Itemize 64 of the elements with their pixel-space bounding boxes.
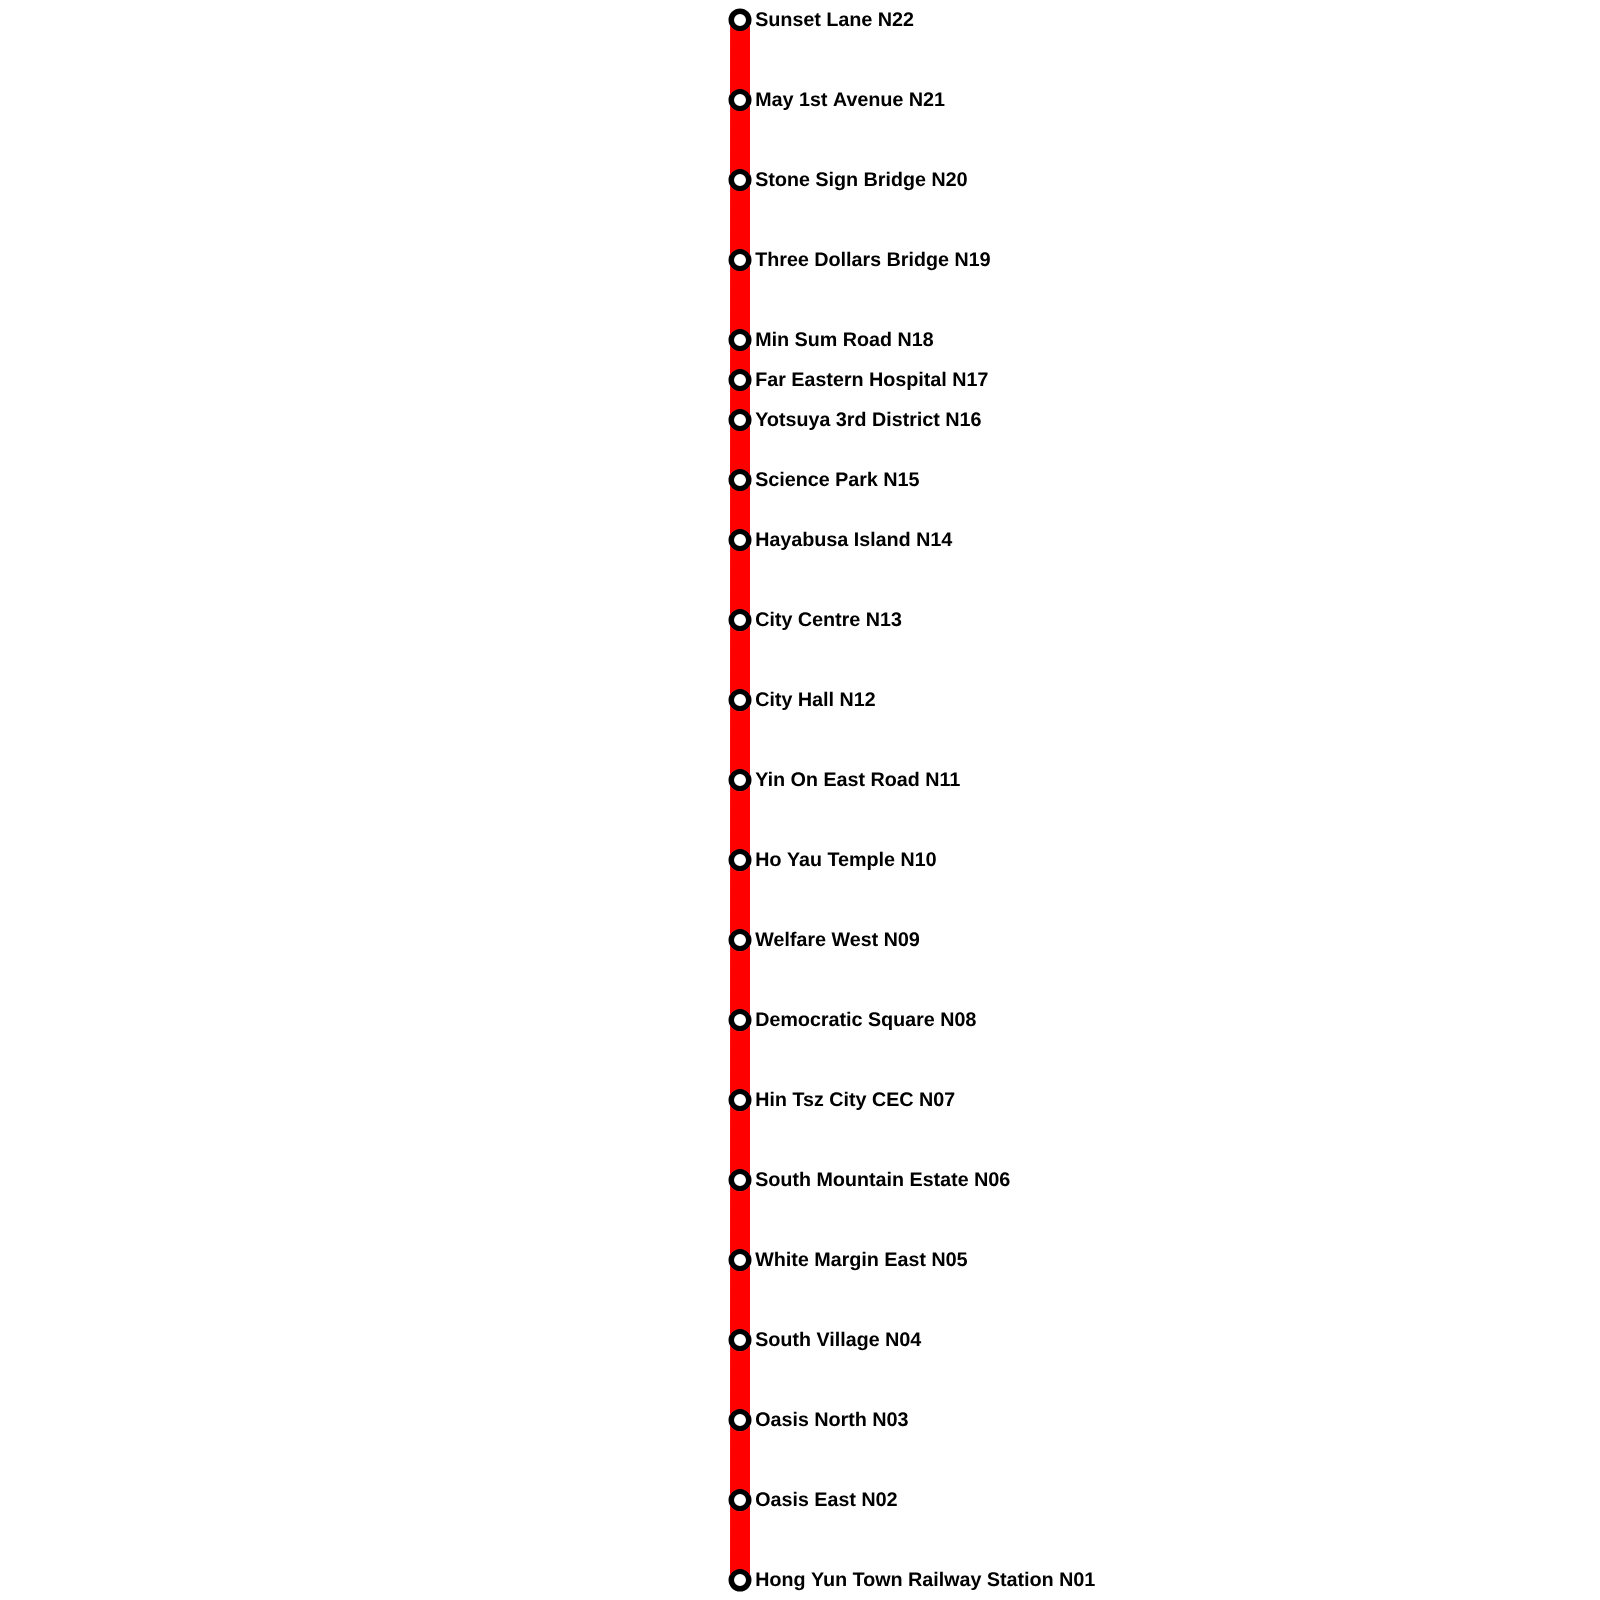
station-label: City Hall N12	[756, 691, 875, 711]
track-line	[730, 24, 751, 96]
track-line	[730, 784, 751, 856]
station-label: Far Eastern Hospital N17	[756, 371, 988, 391]
station-circle	[728, 1008, 752, 1032]
station-label: Sunset Lane N22	[755, 12, 914, 27]
station-label: Oasis North N03	[756, 1411, 908, 1427]
station-circle	[728, 468, 752, 492]
station-label: White Margin East N05	[755, 1251, 967, 1271]
station-circle	[728, 168, 752, 192]
station-label: Hayabusa Island N14	[756, 531, 953, 551]
station-label: Yotsuya 3rd District N16	[755, 411, 981, 431]
station-circle	[728, 88, 752, 112]
station-label: Min Sum Road N18	[756, 331, 933, 347]
track-line	[730, 384, 751, 416]
station-circle	[728, 368, 752, 392]
track-line	[730, 264, 751, 336]
station-label: South Village N04	[755, 1331, 922, 1351]
track-line	[730, 544, 751, 616]
station-circle	[728, 928, 752, 952]
station-circle	[728, 1408, 752, 1432]
station-circle	[728, 688, 752, 712]
track-line	[730, 704, 751, 776]
station-label: Hin Tsz City CEC N07	[756, 1091, 955, 1111]
track-line	[730, 184, 751, 256]
station-label: Yin On East Road N11	[755, 771, 960, 787]
track-line	[730, 484, 751, 536]
station-circle	[728, 1328, 752, 1352]
station-label: South Mountain Estate N06	[755, 1171, 1010, 1187]
track-line	[730, 1504, 751, 1576]
track-line	[730, 944, 751, 1016]
station-label: City Centre N13	[756, 611, 902, 631]
track-line	[730, 344, 751, 376]
station-circle	[728, 768, 752, 792]
station-circle	[728, 608, 752, 632]
station-circle	[728, 328, 752, 352]
station-label: Democratic Square N08	[756, 1011, 976, 1031]
station-circle	[728, 1248, 752, 1272]
track-line	[730, 864, 751, 936]
track-line	[730, 1344, 751, 1416]
station-circle	[728, 528, 752, 552]
station-circle	[728, 1488, 752, 1512]
track-line	[730, 104, 751, 176]
track-line	[730, 1104, 751, 1176]
track-line	[730, 624, 751, 696]
track-line	[730, 1184, 751, 1256]
track-line	[730, 1264, 751, 1336]
station-label: May 1st Avenue N21	[756, 92, 945, 111]
station-circle	[728, 408, 752, 432]
station-label: Three Dollars Bridge N19	[755, 251, 990, 271]
station-label: Science Park N15	[755, 471, 919, 487]
station-circle	[728, 8, 752, 32]
station-circle	[728, 848, 752, 872]
station-label: Ho Yau Temple N10	[756, 851, 936, 871]
station-label: Welfare West N09	[755, 931, 920, 947]
station-circle	[728, 248, 752, 272]
track-line	[730, 1424, 751, 1496]
track-line	[730, 1024, 751, 1096]
station-circle	[728, 1088, 752, 1112]
station-label: Stone Sign Bridge N20	[755, 171, 967, 191]
station-circle	[728, 1168, 752, 1192]
track-line	[730, 424, 751, 476]
station-label: Oasis East N02	[756, 1491, 897, 1507]
station-label: Hong Yun Town Railway Station N01	[756, 1571, 1095, 1591]
